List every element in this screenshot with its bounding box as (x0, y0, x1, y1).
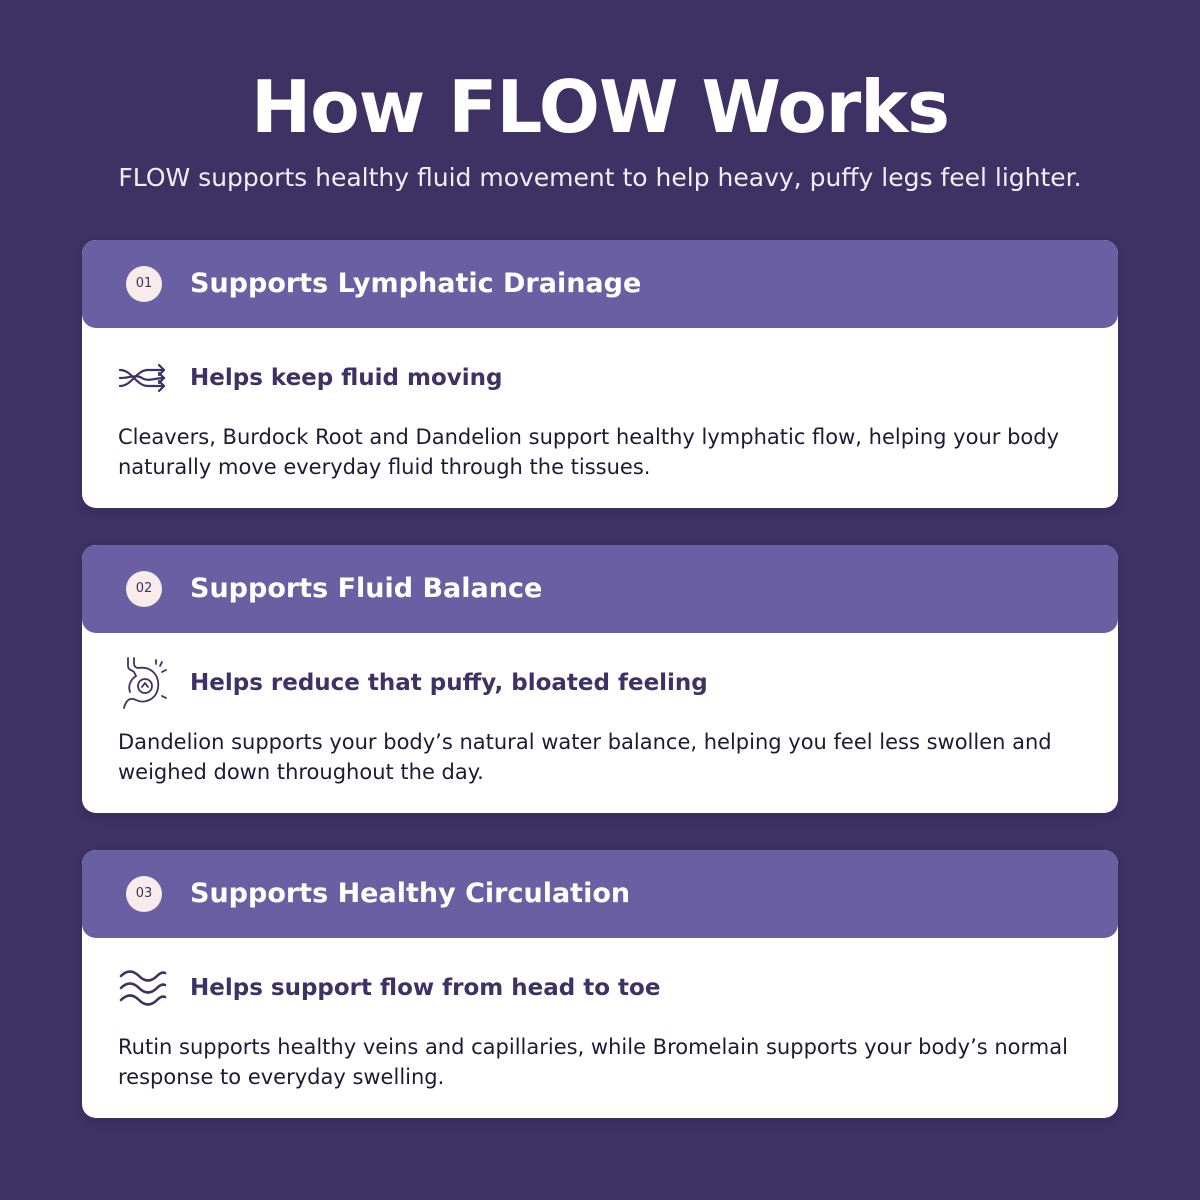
card-title: Supports Fluid Balance (190, 573, 543, 604)
card-subheading-row: Helps reduce that puffy, bloated feeling (118, 657, 708, 709)
card-description: Cleavers, Burdock Root and Dandelion sup… (118, 425, 1060, 479)
feature-card-fluid-balance: 02 Supports Fluid Balance Helps reduce t… (82, 545, 1118, 813)
card-subheading: Helps reduce that puffy, bloated feeling (190, 670, 708, 696)
card-description: Rutin supports healthy veins and capilla… (118, 1035, 1068, 1089)
card-title: Supports Healthy Circulation (190, 878, 631, 909)
card-header: 03 Supports Healthy Circulation (82, 850, 1118, 938)
shuffle-arrows-icon (118, 352, 168, 404)
feature-card-lymphatic: 01 Supports Lymphatic Drainage Helps kee… (82, 240, 1118, 508)
card-header: 02 Supports Fluid Balance (82, 545, 1118, 633)
page-subtitle: FLOW supports healthy fluid movement to … (118, 163, 1082, 192)
card-subheading: Helps support flow from head to toe (190, 975, 661, 1001)
step-number-badge: 03 (126, 876, 162, 912)
card-description: Dandelion supports your body’s natural w… (118, 730, 1052, 784)
card-subheading: Helps keep fluid moving (190, 365, 503, 391)
page-title: How FLOW Works (250, 65, 950, 149)
card-title: Supports Lymphatic Drainage (190, 268, 642, 299)
waves-icon (118, 962, 168, 1014)
step-number-badge: 01 (126, 266, 162, 302)
card-header: 01 Supports Lymphatic Drainage (82, 240, 1118, 328)
card-subheading-row: Helps keep fluid moving (118, 352, 503, 404)
feature-card-circulation: 03 Supports Healthy Circulation Helps su… (82, 850, 1118, 1118)
card-subheading-row: Helps support flow from head to toe (118, 962, 660, 1014)
stomach-icon (118, 657, 168, 709)
step-number-badge: 02 (126, 571, 162, 607)
